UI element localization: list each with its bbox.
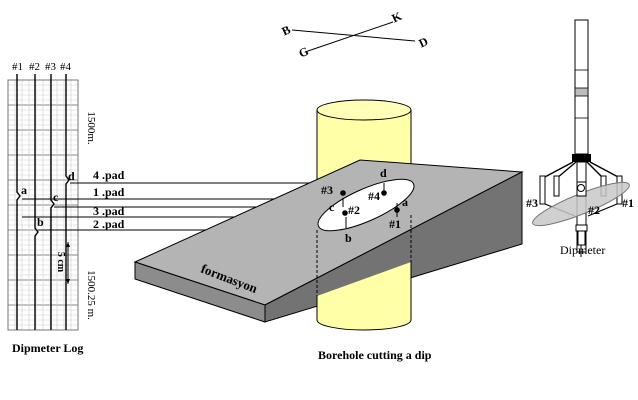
log-scale-label: 5 cm <box>55 252 66 273</box>
borehole-pad-label-3: #3 <box>321 183 333 197</box>
log-track-label-2: #2 <box>29 61 40 73</box>
borehole-caption: Borehole cutting a dip <box>318 348 432 362</box>
compass-rose: K D B G <box>280 9 431 61</box>
log-curve-1 <box>16 74 21 330</box>
tool-pad-label-1: #1 <box>622 196 634 210</box>
log-depth-top: 1500m. <box>85 111 97 145</box>
formation-side-face <box>264 171 523 323</box>
pad-point-2 <box>342 210 348 216</box>
tool-caption: Dipmeter <box>560 243 605 257</box>
dipmeter-tool: #3 #2 #1 Dipmeter <box>526 19 634 257</box>
borehole-pad-label-1: #1 <box>389 217 401 231</box>
pad-label-3: 3 .pad <box>93 204 125 218</box>
log-mark-d: d <box>68 169 75 183</box>
ellipse-letter-c: c <box>329 200 335 214</box>
log-mark-a: a <box>21 183 27 197</box>
pad-label-4: 4 .pad <box>93 168 125 182</box>
log-curve-3 <box>50 74 55 330</box>
log-curve-4 <box>65 74 70 330</box>
compass-west-label: B <box>280 22 293 38</box>
ellipse-letter-d: d <box>380 166 387 180</box>
tool-pad-label-2: #2 <box>588 203 600 217</box>
log-mark-c: c <box>53 190 59 204</box>
pad-label-2: 2 .pad <box>93 217 125 231</box>
compass-east-label: D <box>417 34 431 50</box>
log-curves <box>16 74 70 330</box>
ellipse-letter-a: a <box>402 195 408 209</box>
borehole-diagram: #3 #4 #2 #1 a b c d formasyon Borehole c… <box>133 99 524 362</box>
ellipse-letter-b: b <box>345 231 352 245</box>
log-grid <box>7 79 79 331</box>
log-track-label-4: #4 <box>60 61 72 73</box>
log-depth-bottom: 1500.25 m. <box>85 270 97 320</box>
pad-point-4 <box>381 190 387 196</box>
borehole-pad-label-2: #2 <box>348 203 360 217</box>
log-caption: Dipmeter Log <box>12 341 83 355</box>
compass-south-label: G <box>297 44 311 61</box>
tool-pad-label-3: #3 <box>526 196 538 210</box>
log-scale-bar: 5 cm <box>55 242 70 284</box>
dipmeter-log: #1 #2 #3 #4 a b c d 1500m. 1500.25 m. 5 … <box>7 61 97 355</box>
log-curve-2 <box>34 74 39 330</box>
borehole-top-ellipse <box>316 99 412 121</box>
pad-point-3 <box>340 190 346 196</box>
borehole-pad-label-4: #4 <box>368 189 380 203</box>
borehole-cut-ellipse <box>317 178 415 232</box>
log-track-label-1: #1 <box>12 61 23 73</box>
log-track-label-3: #3 <box>45 61 57 73</box>
log-mark-b: b <box>37 215 44 229</box>
pad-label-1: 1 .pad <box>93 185 125 199</box>
